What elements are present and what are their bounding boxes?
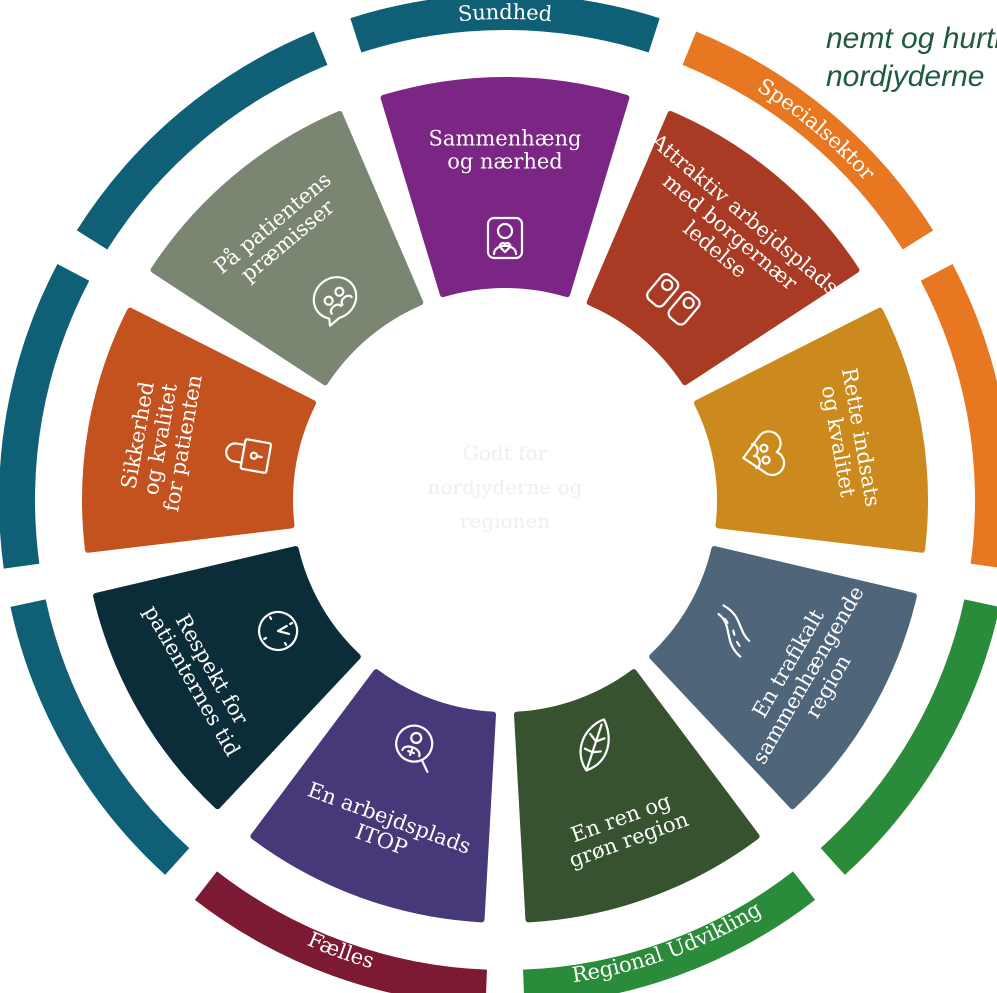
segment-shape — [586, 110, 860, 386]
ring-segment-8 — [0, 264, 90, 569]
clock-icon — [258, 610, 299, 652]
segment-6: En arbejdspladsITOP — [250, 669, 496, 923]
tagline-line-1: nemt og hurtigt for — [826, 22, 997, 55]
road-icon — [717, 604, 751, 658]
ring-segment-3 — [920, 264, 997, 568]
center-circle — [305, 300, 705, 700]
heart-people-icon — [742, 430, 786, 477]
segment-shape — [82, 307, 317, 553]
segment-5: En ren oggrøn region — [514, 669, 760, 923]
ring-segment-5 — [523, 871, 816, 993]
ring-segment-2 — [682, 31, 934, 250]
person-heart-icon — [486, 216, 524, 260]
segment-4: En trafikaltsammenhængenderegion — [649, 546, 917, 810]
tagline-line-2: nordjyderne — [826, 60, 985, 93]
segment-shape — [649, 546, 917, 810]
person-search-icon — [395, 724, 434, 773]
segment-shape — [514, 669, 760, 923]
segment-shape — [93, 546, 361, 810]
segment-shape — [693, 307, 928, 553]
segment-shape — [250, 669, 496, 923]
ring-segment-1 — [350, 0, 660, 53]
speech-people-icon — [312, 276, 358, 327]
ring-segment-4 — [820, 599, 997, 875]
tagline: nemt og hurtigt for nordjyderne — [826, 20, 997, 130]
segment-9: På patientenspræmisser — [150, 110, 424, 386]
segment-shape — [150, 110, 424, 386]
segment-2: Attraktiv arbejdspladsmed borgernærledel… — [586, 110, 860, 386]
segment-8: Sikkerhedog kvalitetfor patienten — [82, 307, 317, 553]
segment-3: Rette indsatsog kvalitet — [693, 307, 928, 553]
segment-7: Respekt forpatienternes tid — [93, 546, 361, 810]
segment-shape — [380, 77, 630, 298]
ring-segment-7 — [10, 599, 190, 875]
ring-label-1: Sundhed — [457, 0, 553, 26]
ring-segment-9 — [76, 31, 328, 250]
leaf-icon — [579, 718, 610, 772]
lock-icon — [225, 438, 273, 474]
ring-segment-6 — [194, 871, 487, 993]
two-people-icon — [646, 272, 701, 326]
